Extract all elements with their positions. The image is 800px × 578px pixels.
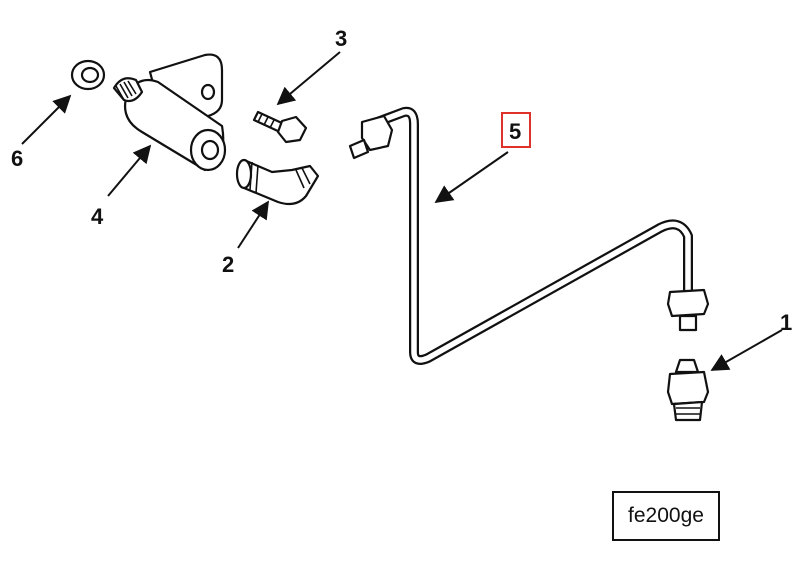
leader-arrow-1 [710, 329, 783, 371]
leader-arrow-2 [237, 200, 269, 249]
reference-code-label: fe200ge [628, 504, 704, 527]
leader-arrow-6 [21, 94, 72, 145]
callout-4: 4 [91, 204, 104, 229]
callout-5: 5 [509, 119, 521, 144]
leader-arrow-4 [107, 144, 152, 197]
connector-part [666, 358, 710, 422]
callout-5-highlight [501, 112, 531, 148]
callout-3: 3 [335, 26, 347, 51]
leader-arrow-3 [276, 51, 341, 106]
bolt-part [252, 110, 308, 144]
washer-part [70, 59, 106, 91]
callout-2: 2 [222, 252, 234, 277]
callout-1: 1 [780, 310, 792, 335]
callout-6: 6 [11, 146, 23, 171]
fuel-line-part [348, 106, 710, 365]
leader-arrow-5 [434, 151, 509, 204]
reference-code-box: fe200ge [612, 491, 720, 541]
adapter-bracket-part [112, 53, 227, 172]
elbow-fitting-part [235, 158, 320, 206]
